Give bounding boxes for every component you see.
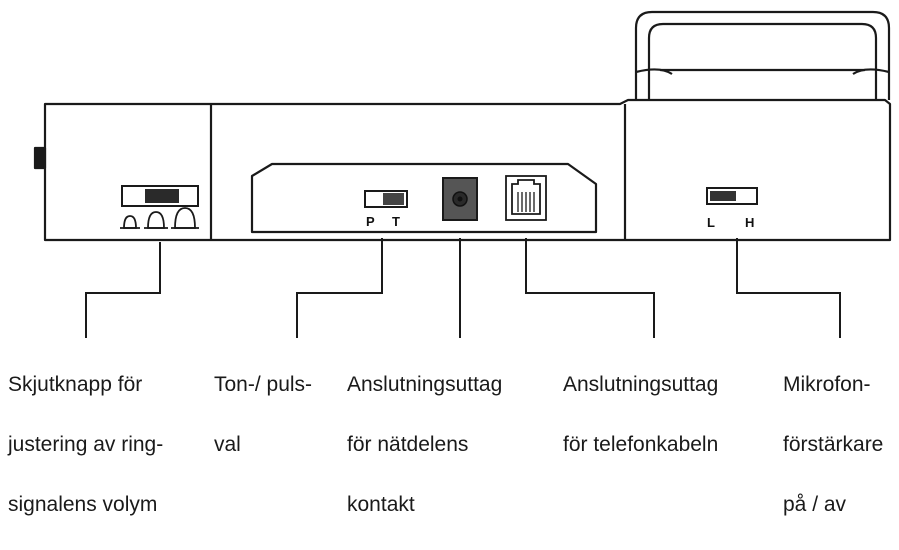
callout-mic-amp: Mikrofon- förstärkare på / av — [783, 340, 883, 550]
phone-jack[interactable] — [505, 175, 547, 221]
callout-line: för nätdelens — [347, 433, 469, 456]
mic-amp-switch[interactable] — [706, 187, 758, 205]
bell-small-icon — [120, 215, 140, 229]
tone-pulse-switch[interactable] — [364, 190, 408, 208]
switch-label-h: H — [745, 215, 754, 230]
callout-line: kontakt — [347, 493, 415, 516]
tone-pulse-knob[interactable] — [383, 193, 404, 205]
callout-tone-pulse: Ton-/ puls- val — [214, 340, 312, 490]
leader-phone-jack — [525, 238, 655, 338]
callout-power-jack: Anslutningsuttag för nätdelens kontakt — [347, 340, 502, 550]
callout-line: Anslutningsuttag — [563, 373, 719, 396]
callout-line: Skjutknapp för — [8, 373, 143, 396]
connector-panel — [250, 162, 598, 234]
callout-line: för telefonkabeln — [563, 433, 719, 456]
switch-label-t: T — [392, 214, 400, 229]
callout-line: på / av — [783, 493, 847, 516]
callout-line: förstärkare — [783, 433, 884, 456]
callout-line: signalens volym — [8, 493, 158, 516]
bell-icons — [120, 207, 199, 229]
callout-line: Ton-/ puls- — [214, 373, 313, 396]
bell-medium-icon — [144, 211, 168, 229]
phone-rear-panel-diagram: P T L H — [33, 10, 892, 338]
leader-ring-volume — [85, 242, 161, 338]
ring-volume-knob[interactable] — [145, 189, 179, 203]
switch-label-p: P — [366, 214, 375, 229]
mic-amp-knob[interactable] — [710, 191, 736, 201]
callout-phone-jack: Anslutningsuttag för telefonkabeln — [563, 340, 718, 490]
leader-mic-amp — [736, 238, 841, 338]
ring-volume-slider[interactable] — [121, 185, 199, 207]
switch-label-l: L — [707, 215, 715, 230]
callout-line: Anslutningsuttag — [347, 373, 503, 396]
callout-ring-volume: Skjutknapp för justering av ring- signal… — [8, 340, 163, 550]
handset — [634, 10, 891, 100]
callout-line: justering av ring- — [8, 433, 164, 456]
phone-body-outline — [43, 98, 892, 242]
leader-tone-pulse — [296, 238, 383, 338]
callout-line: Mikrofon- — [783, 373, 871, 396]
bell-large-icon — [171, 207, 199, 229]
side-clip — [33, 146, 47, 170]
power-jack[interactable] — [442, 177, 478, 221]
leader-lines — [85, 238, 841, 338]
callout-line: val — [214, 433, 241, 456]
